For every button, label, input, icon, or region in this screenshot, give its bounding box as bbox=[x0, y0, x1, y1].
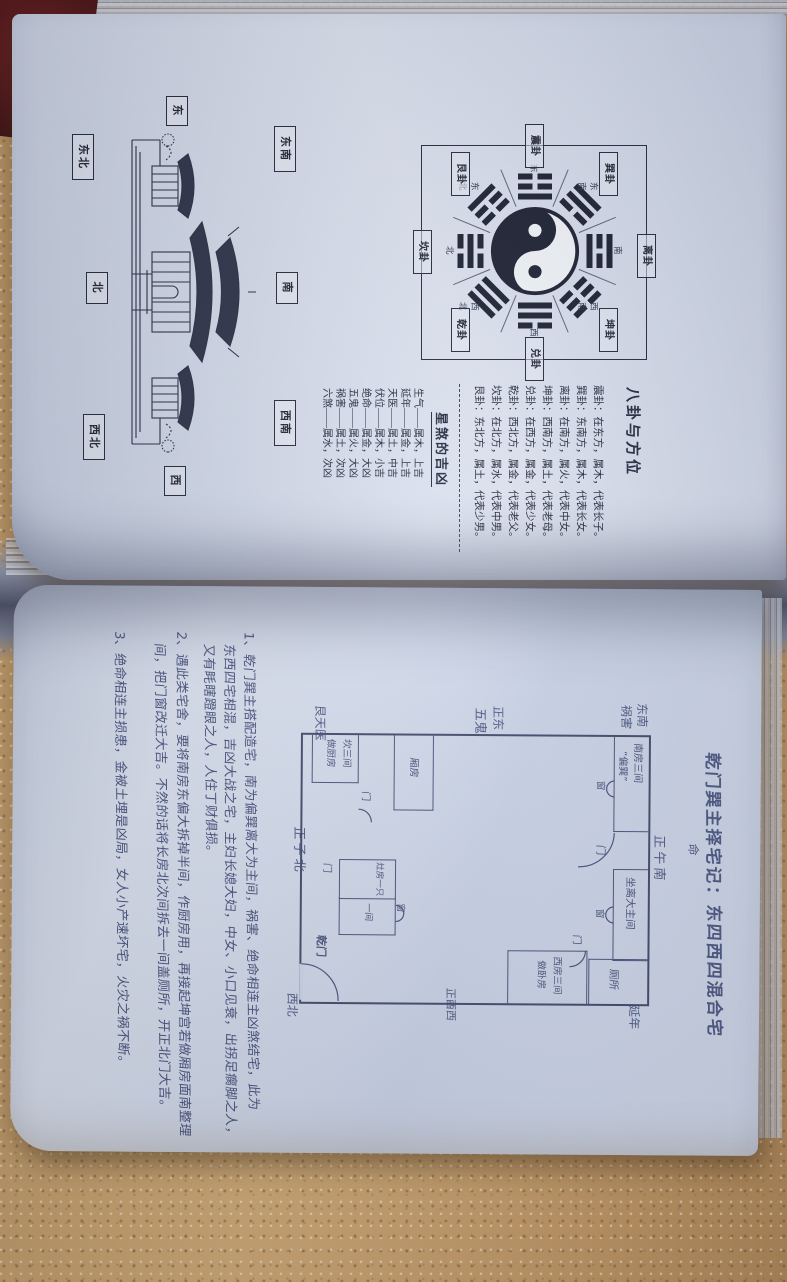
direction-box: 西 bbox=[164, 466, 186, 496]
page-title: 乾门巽主择宅记：东四西四混合宅 bbox=[701, 751, 724, 1039]
list-line: 艮卦：东北方，属土，代表少男。 bbox=[473, 385, 484, 543]
temple-illustration bbox=[131, 133, 256, 453]
trigram-li-icon bbox=[586, 234, 613, 268]
direction-box: 北 bbox=[86, 272, 108, 304]
list-line: 五鬼——属火，大凶 bbox=[347, 388, 358, 478]
bagua-direction-label: 西 bbox=[529, 328, 539, 337]
dashed-divider bbox=[459, 384, 460, 552]
note-line: 2、遇此类宅舍，要将南房东偏大拆掉半间，作厨房用，再接起坤宫若做厢房面南整理 bbox=[173, 630, 192, 1138]
bagua-direction-label: 西南 bbox=[577, 302, 599, 311]
list-line: 祸害——属土，次凶 bbox=[334, 388, 345, 478]
compass-south-label: 正午南 bbox=[650, 834, 667, 884]
list-line: 延年——属金，上吉 bbox=[399, 388, 410, 478]
trigram-zhen-icon bbox=[518, 173, 552, 201]
handwritten-page: 乾门巽主择宅记：东四西四混合宅 命 正午南 东南 祸害 正东 五鬼 艮天医 正子… bbox=[10, 584, 763, 1156]
list-line: 生气——属木，上吉 bbox=[412, 388, 423, 478]
annotation-yannian: 延年 bbox=[626, 1004, 642, 1030]
direction-box: 东北 bbox=[72, 134, 94, 180]
bagua-label-box: 艮卦 bbox=[451, 152, 470, 196]
printed-page: 南 西南 西 西北 北 东北 东 东南 离卦 坤卦 兑卦 乾卦 坎卦 艮卦 震卦… bbox=[12, 14, 786, 580]
direction-box: 南 bbox=[276, 272, 298, 304]
note-line: 间，把门窗改迁大吉。不然的话将长房北次间拆去一间盖厕所，开正北门大吉。 bbox=[151, 642, 172, 1114]
list-line: 六煞——属水，次凶 bbox=[321, 388, 332, 478]
list-line: 离卦：在南方，属火，代表中女。 bbox=[558, 385, 569, 543]
bagua-label-box: 震卦 bbox=[525, 124, 544, 168]
annotation-jueming: 命 bbox=[686, 843, 701, 856]
annotation-east: 正东 bbox=[491, 705, 506, 731]
direction-box: 东 bbox=[166, 96, 188, 126]
list-line: 伏位——属木，小吉 bbox=[373, 388, 384, 478]
bagua-label-box: 坤卦 bbox=[599, 308, 618, 352]
top-page-stack-edge bbox=[72, 0, 787, 15]
bagua-label-box: 离卦 bbox=[637, 234, 656, 278]
trigram-dui-icon bbox=[518, 302, 552, 329]
annotation-huohai: 祸害 bbox=[619, 704, 634, 730]
annotation-se: 东南 bbox=[635, 702, 650, 728]
note-line: 1、乾门巽主搭配造宅，南为偏巽离大为主间，祸害、绝命相连主凶煞结宅，此为 bbox=[240, 631, 261, 1111]
note-line: 3、绝命相连主损患，金被土埋是凶局，女人小产速坏宅，火灾之祸不断。 bbox=[111, 630, 131, 1070]
bagua-label-box: 乾卦 bbox=[451, 308, 470, 352]
list-line: 巽卦：东南方，属木，代表长女。 bbox=[575, 385, 586, 543]
bagua-label-box: 坎卦 bbox=[413, 230, 432, 274]
annotation-wugui: 五鬼 bbox=[471, 707, 488, 735]
list-line: 天医——属土，中吉 bbox=[386, 388, 397, 478]
list-line: 坤卦：西南方，属土，代表老母。 bbox=[541, 385, 552, 543]
taiji-symbol bbox=[490, 206, 580, 296]
floor-plan: 南房三间 “偏巽” 坐离大主间 厕所 门 窗 窗 厢房 坎三间 做厨房 门 灶房… bbox=[299, 732, 651, 1007]
section-heading: 八卦与方位 bbox=[624, 387, 640, 478]
list-line: 坎卦：在北方，属水，代表中男。 bbox=[490, 385, 501, 543]
note-line: 又有眊瞎蹬眼之人，人住丁财俱损。 bbox=[200, 643, 219, 860]
bagua-direction-label: 南 bbox=[613, 246, 623, 255]
list-line: 兑卦：在西方，属金，代表少女。 bbox=[524, 385, 535, 543]
section-heading: 星煞的吉凶 bbox=[431, 412, 452, 488]
direction-box: 西北 bbox=[83, 414, 105, 460]
trigram-kan-icon bbox=[457, 234, 485, 268]
direction-box: 西南 bbox=[274, 400, 296, 446]
bagua-label-box: 巽卦 bbox=[599, 152, 618, 196]
list-line: 绝命——属金，大凶 bbox=[360, 388, 371, 478]
note-line: 东西四宅相混，吉凶大战之宅，主妇长媳大妇，中女、小口见衰，出拐足瘸脚之人， bbox=[221, 643, 238, 1141]
bagua-direction-label: 东南 bbox=[577, 182, 599, 191]
bagua-direction-label: 北 bbox=[445, 246, 455, 255]
plan-arcs bbox=[299, 780, 617, 1002]
list-line: 乾卦：西北方，属金，代表老父。 bbox=[507, 385, 518, 543]
bagua-label-box: 兑卦 bbox=[525, 337, 544, 381]
direction-box: 东南 bbox=[274, 126, 296, 172]
list-line: 震卦：在东方，属木，代表长子。 bbox=[592, 385, 603, 543]
